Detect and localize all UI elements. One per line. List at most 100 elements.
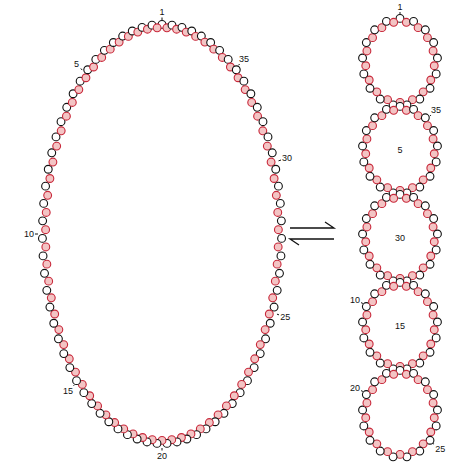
nucleotide-bead: [47, 294, 55, 302]
nucleotide-bead: [153, 24, 161, 32]
callout-number: 35: [430, 105, 442, 115]
nucleotide-bead: [376, 183, 384, 191]
nucleotide-bead: [276, 199, 284, 207]
nucleotide-bead: [359, 406, 367, 414]
nucleotide-bead: [359, 142, 367, 150]
nucleotide-bead: [429, 47, 437, 55]
nucleotide-bead: [278, 234, 286, 242]
nucleotide-bead: [384, 96, 392, 104]
leader-tick: [162, 18, 163, 21]
nucleotide-bead: [429, 311, 437, 319]
nucleotide-bead: [277, 217, 285, 225]
nucleotide-bead: [402, 194, 410, 202]
nucleotide-bead: [66, 364, 74, 372]
nucleotide-bead: [360, 246, 368, 254]
nucleotide-bead: [46, 175, 54, 183]
callout-number: 30: [394, 233, 406, 243]
leader-tick: [80, 68, 82, 70]
nucleotide-bead: [434, 406, 442, 414]
nucleotide-bead: [419, 88, 427, 96]
nucleotide-bead: [427, 428, 435, 436]
nucleotide-bead: [416, 359, 424, 367]
nucleotide-bead: [261, 326, 269, 334]
nucleotide-bead: [429, 135, 437, 143]
nucleotide-bead: [88, 400, 96, 408]
nucleotide-bead: [82, 74, 90, 82]
nucleotide-bead: [376, 359, 384, 367]
nucleotide-bead: [414, 24, 422, 32]
nucleotide-bead: [383, 369, 391, 377]
nucleotide-bead: [360, 422, 368, 430]
nucleotide-bead: [43, 286, 51, 294]
nucleotide-bead: [371, 114, 379, 122]
nucleotide-bead: [272, 191, 280, 199]
nucleotide-bead: [240, 77, 248, 85]
nucleotide-bead: [251, 355, 259, 363]
nucleotide-bead: [371, 378, 379, 386]
nucleotide-bead: [421, 114, 429, 122]
nucleotide-bead: [48, 149, 56, 157]
nucleotide-bead: [419, 264, 427, 272]
nucleotide-bead: [427, 76, 435, 84]
nucleotide-bead: [369, 34, 377, 42]
nucleotide-bead: [96, 409, 104, 417]
callout-number: 20: [156, 451, 168, 461]
nucleotide-bead: [430, 238, 438, 246]
nucleotide-bead: [273, 286, 281, 294]
chain-loop: [359, 191, 442, 285]
nucleotide-bead: [362, 150, 370, 158]
nucleotide-bead: [264, 133, 272, 141]
nucleotide-bead: [371, 26, 379, 34]
nucleotide-bead: [369, 298, 377, 306]
nucleotide-bead: [366, 172, 374, 180]
nucleotide-bead: [90, 63, 98, 71]
nucleotide-bead: [359, 318, 367, 326]
nucleotide-bead: [390, 18, 398, 26]
nucleotide-bead: [414, 376, 422, 384]
nucleotide-bead: [73, 377, 81, 385]
chain-loop: [359, 15, 442, 109]
nucleotide-bead: [363, 135, 371, 143]
reverse-arrow: [290, 239, 334, 245]
nucleotide-bead: [430, 303, 438, 311]
callout-number: 15: [62, 386, 74, 396]
nucleotide-bead: [272, 165, 280, 173]
nucleotide-bead: [402, 370, 410, 378]
nucleotide-bead: [416, 271, 424, 279]
nucleotide-bead: [383, 193, 391, 201]
nucleotide-bead: [267, 158, 275, 166]
nucleotide-bead: [421, 290, 429, 298]
callout-number: 25: [434, 444, 446, 454]
nucleotide-bead: [259, 118, 267, 126]
nucleotide-bead: [369, 386, 377, 394]
nucleotide-bead: [60, 350, 68, 358]
nucleotide-bead: [363, 223, 371, 231]
nucleotide-bead: [434, 318, 442, 326]
leader-ticks: [35, 12, 435, 451]
nucleotide-bead: [51, 310, 59, 318]
nucleotide-bead: [362, 62, 370, 70]
nucleotide-bead: [360, 70, 368, 78]
nucleotide-bead: [247, 90, 255, 98]
nucleotide-bead: [274, 209, 282, 217]
nucleotide-bead: [430, 215, 438, 223]
nucleotide-bead: [40, 199, 48, 207]
forward-arrow: [290, 222, 334, 228]
nucleotide-bead: [429, 399, 437, 407]
nucleotide-bead: [434, 142, 442, 150]
nucleotide-bead: [366, 260, 374, 268]
chain-loop: [359, 103, 442, 197]
nucleotide-bead: [419, 440, 427, 448]
nucleotide-bead: [383, 281, 391, 289]
nucleotide-bead: [49, 158, 57, 166]
nucleotide-bead: [42, 182, 50, 190]
chain-loop: [359, 279, 442, 373]
nucleotide-bead: [390, 194, 398, 202]
nucleotide-bead: [41, 269, 49, 277]
nucleotide-bead: [430, 414, 438, 422]
nucleotide-bead: [429, 223, 437, 231]
nucleotide-bead: [39, 234, 47, 242]
nucleotide-bead: [68, 99, 76, 107]
nucleotide-bead: [430, 150, 438, 158]
nucleotide-bead: [416, 183, 424, 191]
